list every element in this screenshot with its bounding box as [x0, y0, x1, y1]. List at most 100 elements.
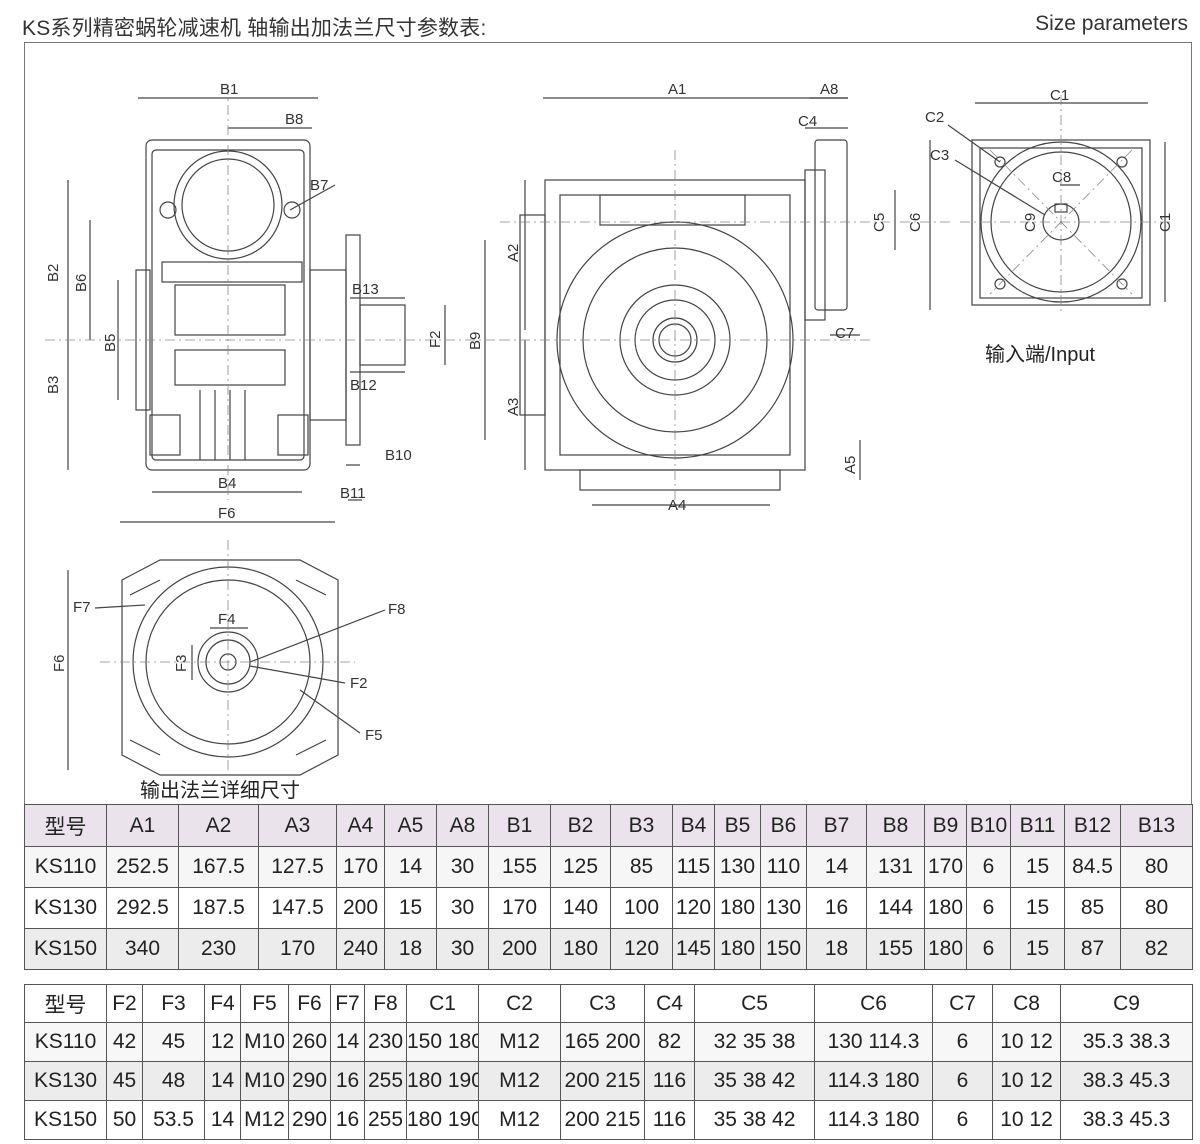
dim-label: F2	[427, 330, 444, 348]
table-cell: 167.5	[178, 846, 259, 888]
dim-label: C9	[1022, 213, 1039, 232]
side-view	[67, 97, 486, 501]
table-cell: 16	[330, 1100, 365, 1140]
table-cell: 230	[178, 928, 259, 970]
dim-label: F2	[350, 675, 368, 692]
table-cell: 150	[760, 928, 807, 970]
table-cell: 10 12	[992, 1022, 1061, 1062]
table-cell: 35 38 42	[694, 1061, 815, 1101]
table-cell: 131	[866, 846, 925, 888]
table-cell: 42	[106, 1022, 143, 1062]
table-cell: 15	[1010, 846, 1065, 888]
table-cell: 260	[288, 1022, 331, 1062]
dim-label: B7	[310, 177, 328, 194]
column-header: C4	[644, 984, 695, 1023]
column-header-model: 型号	[24, 984, 107, 1023]
table-cell: 180	[714, 887, 761, 929]
page-title: KS系列精密蜗轮减速机 轴输出加法兰尺寸参数表:	[22, 17, 487, 40]
table-cell: M12	[478, 1100, 561, 1140]
dim-label: F4	[218, 611, 236, 628]
table-cell: 50	[106, 1100, 143, 1140]
column-header: B2	[550, 804, 611, 847]
table-cell: 120	[610, 928, 673, 970]
column-header: F6	[288, 984, 331, 1023]
table-cell: 200	[488, 928, 551, 970]
table-cell: 6	[966, 846, 1011, 888]
column-header: A2	[178, 804, 259, 847]
dim-label: B13	[352, 281, 379, 298]
drawing-frame	[24, 42, 1192, 804]
table-cell: 16	[806, 887, 867, 929]
table-cell: 6	[966, 928, 1011, 970]
table-cell: 30	[436, 887, 489, 929]
column-header: B8	[866, 804, 925, 847]
column-header: A4	[336, 804, 385, 847]
column-header-model: 型号	[24, 804, 107, 847]
table-cell: 6	[932, 1022, 993, 1062]
table-cell: M10	[240, 1061, 289, 1101]
column-header: F4	[204, 984, 241, 1023]
dim-label: C8	[1052, 169, 1071, 186]
table-cell: 230	[364, 1022, 407, 1062]
column-header: B3	[610, 804, 673, 847]
column-header: B11	[1010, 804, 1065, 847]
table-cell: 150 180	[406, 1022, 479, 1062]
table-cell: 180	[924, 928, 967, 970]
column-header: B9	[924, 804, 967, 847]
table-cell: 130 114.3	[814, 1022, 933, 1062]
column-header: F5	[240, 984, 289, 1023]
model-cell: KS110	[24, 1022, 107, 1062]
dim-label: C7	[835, 325, 854, 342]
column-header: C3	[560, 984, 645, 1023]
column-header: A1	[106, 804, 179, 847]
column-header: B4	[672, 804, 715, 847]
table-cell: 114.3 180	[814, 1100, 933, 1140]
table-cell: 255	[364, 1061, 407, 1101]
table-cell: 170	[924, 846, 967, 888]
table-cell: 110	[760, 846, 807, 888]
table-cell: 240	[336, 928, 385, 970]
table-cell: 200 215	[560, 1061, 645, 1101]
table-cell: 155	[866, 928, 925, 970]
table-cell: 116	[644, 1061, 695, 1101]
dim-label: B3	[45, 376, 62, 394]
table-cell: 180	[714, 928, 761, 970]
table-cell: 85	[610, 846, 673, 888]
dim-label: B8	[285, 111, 303, 128]
table-cell: 14	[806, 846, 867, 888]
dim-label: B9	[467, 332, 484, 350]
table-cell: 200	[336, 887, 385, 929]
output-flange-view	[67, 521, 386, 776]
table-cell: 12	[204, 1022, 241, 1062]
table-cell: 252.5	[106, 846, 179, 888]
table-cell: 82	[644, 1022, 695, 1062]
table-cell: 87	[1064, 928, 1121, 970]
table-cell: 85	[1064, 887, 1121, 929]
model-cell: KS150	[24, 1100, 107, 1140]
table-cell: 45	[142, 1022, 205, 1062]
column-header: C5	[694, 984, 815, 1023]
column-header: A8	[436, 804, 489, 847]
table-cell: 38.3 45.3	[1060, 1061, 1193, 1101]
table-cell: 6	[932, 1100, 993, 1140]
table-cell: 114.3 180	[814, 1061, 933, 1101]
table-cell: 120	[672, 887, 715, 929]
table-cell: 130	[760, 887, 807, 929]
dim-label: B12	[350, 377, 377, 394]
dim-label: B2	[45, 264, 62, 282]
table-cell: 14	[384, 846, 437, 888]
table-cell: 127.5	[258, 846, 337, 888]
table-cell: 10 12	[992, 1100, 1061, 1140]
table-cell: 82	[1120, 928, 1193, 970]
model-cell: KS110	[24, 846, 107, 888]
table-cell: 15	[1010, 887, 1065, 929]
table-cell: 187.5	[178, 887, 259, 929]
column-header: C8	[992, 984, 1061, 1023]
table-cell: 6	[932, 1061, 993, 1101]
dim-label: C1	[1157, 213, 1174, 232]
